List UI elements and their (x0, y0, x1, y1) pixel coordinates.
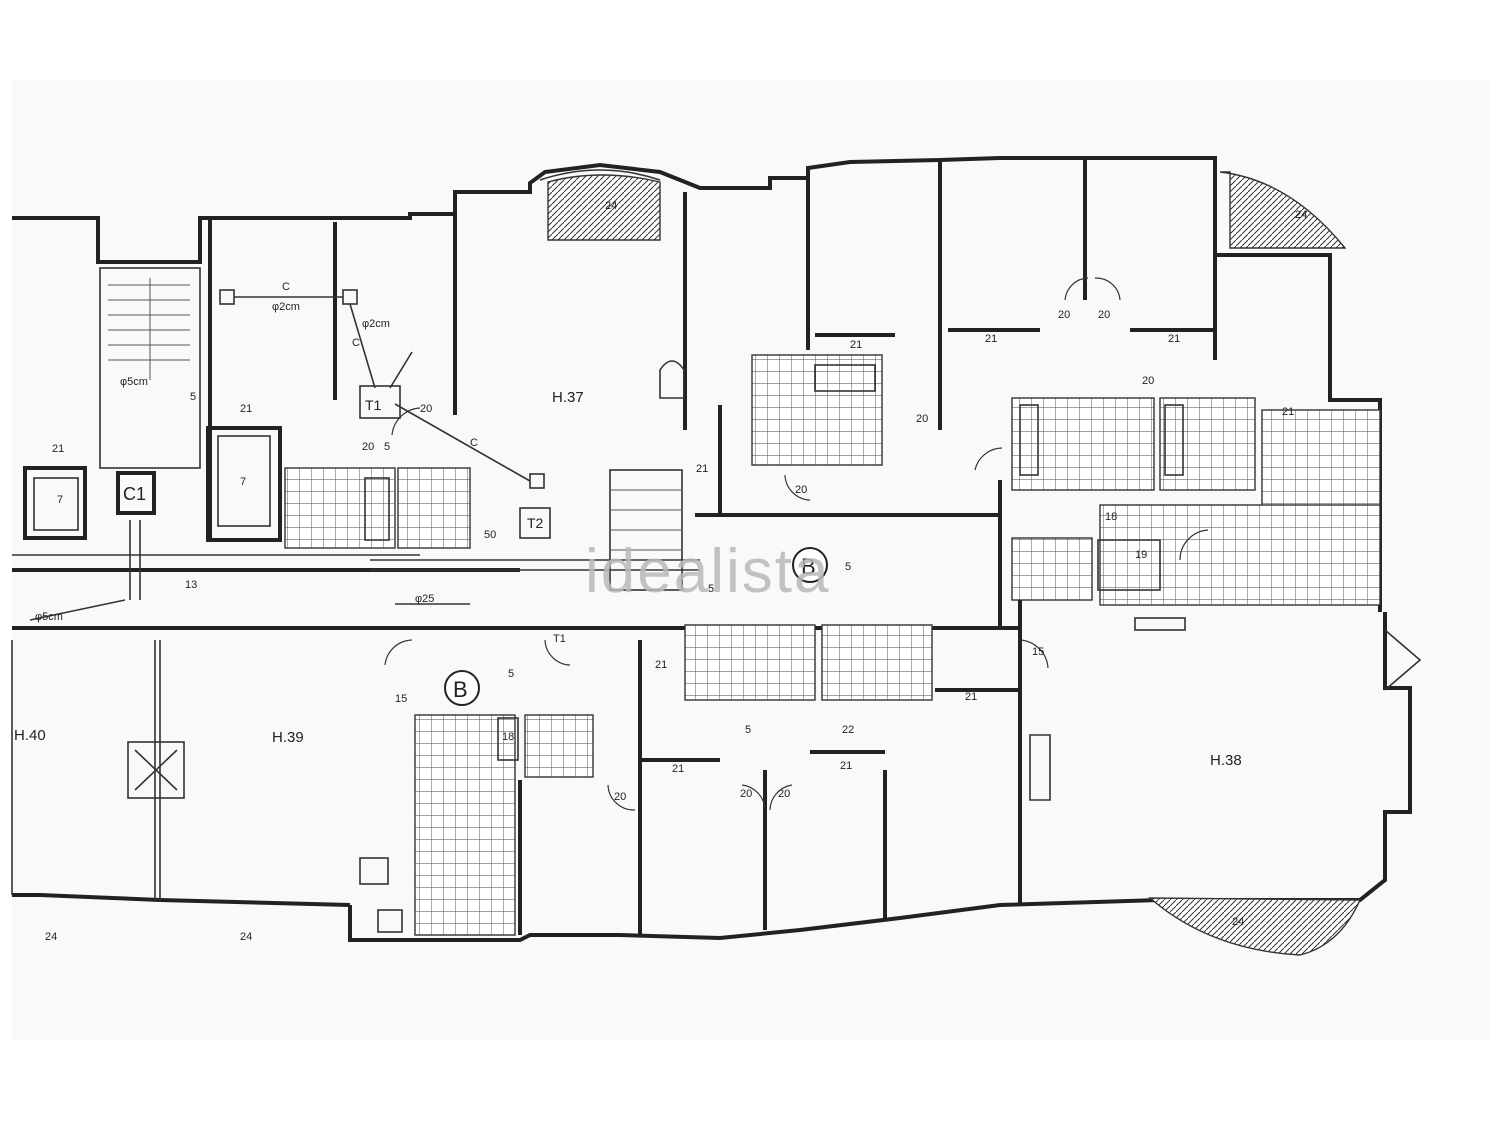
bathroom-upper-a (751, 354, 883, 466)
pantry (1097, 539, 1161, 591)
pipe-dia-a: φ2cm (272, 301, 300, 313)
kitchen-h39 (414, 714, 516, 936)
block-mark-lower: B (453, 677, 468, 702)
code-24-bl1: 24 (45, 931, 57, 943)
balcony-h38-lower (1148, 897, 1362, 956)
balcony-h37 (547, 174, 661, 241)
code-5-b: 5 (384, 441, 390, 453)
code-20-g: 20 (795, 484, 807, 496)
code-20-a: 20 (420, 403, 432, 415)
code-18-b: 18 (502, 731, 514, 743)
code-21-d: 21 (985, 333, 997, 345)
block-mark-circle-lower (444, 670, 480, 706)
pantry-h39 (497, 717, 519, 761)
kitchen-h38 (1099, 504, 1381, 606)
code-18-a: 18 (1105, 511, 1117, 523)
code-24-br: 24 (1232, 916, 1244, 928)
unit-h37-walls (208, 174, 687, 591)
code-20-f: 20 (916, 413, 928, 425)
bathroom-h37-a (284, 467, 396, 549)
code-22: 22 (842, 724, 854, 736)
block-mark-upper: B (801, 554, 816, 579)
code-20-d: 20 (1098, 309, 1110, 321)
t1-box (359, 385, 401, 419)
code-20-c: 20 (1058, 309, 1070, 321)
code-21-k: 21 (840, 760, 852, 772)
code-24-top: 24 (605, 200, 617, 212)
t1-label: T1 (365, 397, 382, 413)
unit-label-h39: H.39 (272, 729, 304, 746)
t2-label: T2 (527, 515, 544, 531)
pipe-dia-e: φ5cm (35, 611, 63, 623)
bathroom-upper-c (1159, 397, 1256, 491)
code-21-e: 21 (1168, 333, 1180, 345)
code-13: 13 (185, 579, 197, 591)
elevator-shaft (23, 466, 87, 540)
code-7-a: 7 (57, 494, 63, 506)
code-20-j: 20 (778, 788, 790, 800)
pipe-c-label-b: C (352, 337, 360, 349)
code-15-b: 15 (395, 693, 407, 705)
tso-label: 50 (484, 529, 496, 541)
code-21-a: 21 (240, 403, 252, 415)
t2-box (519, 507, 551, 539)
unit-upper-right-walls (695, 160, 1381, 631)
pipe-dia-b: φ2cm (362, 318, 390, 330)
watermark: idealista (585, 537, 830, 606)
lower-block-walls (127, 600, 1422, 956)
code-24-tr: 24 (1295, 209, 1307, 221)
code-20-i: 20 (740, 788, 752, 800)
code-21-i: 21 (965, 691, 977, 703)
labels: H.37 H.38 H.39 H.40 B B C1 T1 T2 T1 C C … (14, 200, 1307, 943)
pipe-c-label-a: C (282, 281, 290, 293)
unit-label-h40: H.40 (14, 727, 46, 744)
bathroom-lower-b (821, 624, 933, 701)
code-21-g: 21 (696, 463, 708, 475)
bathroom-upper-b (1011, 397, 1155, 491)
block-mark-circle-upper (792, 547, 828, 583)
fireplace-h38 (1029, 734, 1051, 801)
code-21-h: 21 (655, 659, 667, 671)
kitchen-upper (1261, 409, 1381, 511)
code-21-b: 21 (52, 443, 64, 455)
exterior-walls (11, 156, 1412, 942)
code-5-f: 5 (708, 583, 714, 595)
unit-label-h37: H.37 (552, 389, 584, 406)
door-swings (384, 277, 1209, 811)
unit-label-h38: H.38 (1210, 752, 1242, 769)
wc-h38 (1011, 537, 1093, 601)
fireplace-h37 (659, 360, 685, 399)
code-21-c: 21 (850, 339, 862, 351)
code-5-d: 5 (508, 668, 514, 680)
code-24-bl2: 24 (240, 931, 252, 943)
code-21-j: 21 (672, 763, 684, 775)
column-symbol (127, 741, 185, 799)
code-15-a: 15 (1032, 646, 1044, 658)
c1-label: C1 (123, 484, 146, 504)
c1-box (116, 471, 156, 515)
pipe-c-label-c: C (470, 437, 478, 449)
pipe-dia-d: φ25 (415, 593, 434, 605)
code-21-f: 21 (1282, 406, 1294, 418)
code-5-e: 5 (745, 724, 751, 736)
code-5-c: 5 (845, 561, 851, 573)
wc-h39 (524, 714, 594, 778)
code-19: 19 (1135, 549, 1147, 561)
balcony-h38-upper (1219, 171, 1347, 249)
bathroom-lower-a (684, 624, 816, 701)
code-5-a: 5 (190, 391, 196, 403)
bathroom-h37-b (397, 467, 471, 549)
code-20-b: 20 (362, 441, 374, 453)
t1-small-label: T1 (553, 633, 566, 645)
code-7-b: 7 (240, 476, 246, 488)
code-20-e: 20 (1142, 375, 1154, 387)
code-20-h: 20 (614, 791, 626, 803)
pipe-dia-c: φ5cm (120, 376, 148, 388)
